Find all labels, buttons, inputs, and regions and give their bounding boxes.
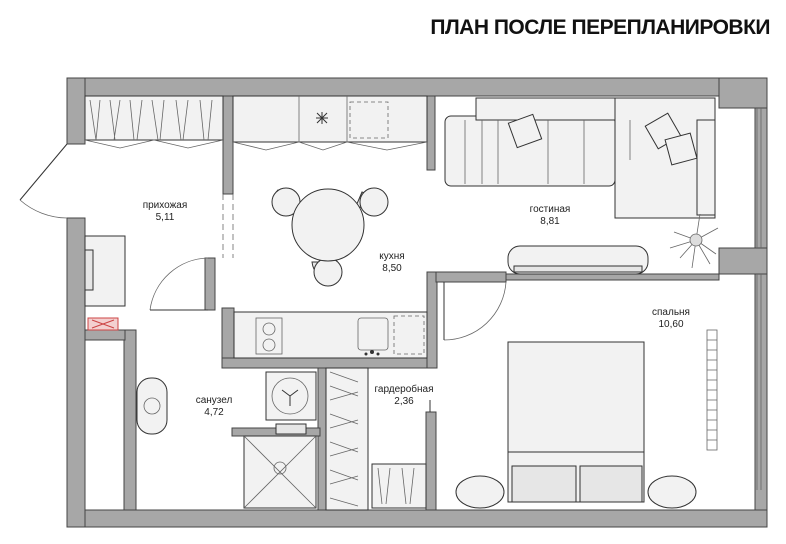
room-area-living: 8,81 xyxy=(540,216,560,227)
page-title: ПЛАН ПОСЛЕ ПЕРЕПЛАНИРОВКИ xyxy=(430,16,770,39)
closet-shelves xyxy=(325,367,431,511)
hall-cabinet xyxy=(84,235,126,331)
bathroom-fixtures xyxy=(136,371,317,509)
room-label-bedroom: спальня xyxy=(652,307,690,318)
room-label-closet: гардеробная xyxy=(374,383,433,395)
room-area-hallway: 5,11 xyxy=(156,212,175,223)
walls xyxy=(66,77,768,528)
room-area-bedroom: 10,60 xyxy=(658,319,683,330)
dining-table xyxy=(271,187,389,287)
tv-stand xyxy=(507,245,649,275)
windows xyxy=(756,108,762,490)
interior-doors xyxy=(149,194,507,341)
sofa xyxy=(444,97,716,219)
bed xyxy=(455,341,697,509)
room-label-living: гостиная xyxy=(530,204,571,215)
room-label-kitchen: кухня xyxy=(379,251,404,262)
room-area-closet: 2,36 xyxy=(394,396,414,407)
room-labels: прихожая 5,11 кухня 8,50 гостиная 8,81 с… xyxy=(143,200,690,418)
room-label-bathroom: санузел xyxy=(196,395,233,406)
radiator xyxy=(706,329,718,451)
kitchen-counter xyxy=(233,311,428,359)
entry-door xyxy=(19,143,68,219)
room-area-kitchen: 8,50 xyxy=(382,263,402,274)
room-area-bathroom: 4,72 xyxy=(204,407,224,418)
kitchen-upper-cabinets xyxy=(232,95,428,151)
hall-wardrobe xyxy=(84,95,224,149)
plant-icon xyxy=(669,213,719,269)
room-label-hallway: прихожая xyxy=(143,200,188,211)
